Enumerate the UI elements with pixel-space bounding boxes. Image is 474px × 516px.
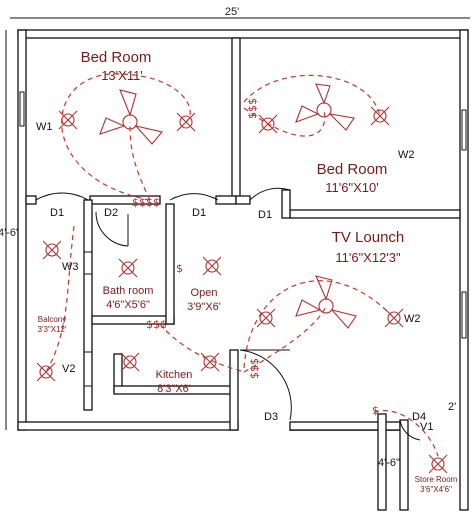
electrical-wiring [45,73,439,457]
balcony-name: Balcony [38,315,66,324]
door-tag-d4: D4 [412,411,426,423]
kitchen-size: 8'3"X6' [157,383,191,395]
window-tag-w2-lounge: W2 [404,313,421,325]
switch-board-entry: $ [372,404,379,417]
window-tag-w2: W2 [398,149,415,161]
windows [19,91,467,387]
store-room-name: Store Room [415,475,458,484]
store-room-size: 3'6"X4'6" [420,485,452,494]
switch-board-open: $ [176,262,183,275]
switch-board-tv-lounge: $$$ [248,358,261,379]
bedroom1-name: Bed Room [81,49,152,66]
vent-tag-v2: V2 [62,363,75,375]
window-tag-w3: W3 [62,261,79,273]
bathroom-size: 4'6"X5'6" [106,299,150,311]
tv-lounge-name: TV Lounch [332,229,405,246]
bedroom2-name: Bed Room [317,161,388,178]
light-fixtures [36,106,448,474]
overall-depth-label: 4'-6" [0,227,20,239]
door-tag-d1-bedroom2: D1 [258,209,272,221]
tv-lounge-size: 11'6"X12'3" [335,250,401,265]
store-depth-label: 2' [448,401,456,413]
switch-board-bathroom: $$$ [146,318,167,331]
window-tag-w1: W1 [36,121,53,133]
door-tag-d1-balcony: D1 [50,207,64,219]
overall-width-label: 25' [225,6,239,18]
balcony-size: 3'3"X12' [37,325,67,334]
door-swings [35,187,421,441]
door-tag-d3: D3 [264,411,278,423]
ceiling-fan-icon [99,89,163,145]
interior-walls [25,37,461,511]
switch-board-bedroom2: $$$ [246,98,259,119]
ceiling-fan-icon [295,83,355,131]
door-tag-d1-bedroom1: D1 [192,207,206,219]
vent-tag-v1: V1 [420,421,433,433]
door-tag-d2: D2 [104,207,118,219]
store-width-label: 4'-6" [378,457,400,469]
bedroom1-size: 13'X11' [101,68,143,83]
open-area-size: 3'9"X6' [187,301,221,313]
switch-board-bedroom1: $$$$ [132,196,160,209]
bathroom-name: Bath room [103,285,154,297]
bedroom2-size: 11'6"X10' [325,180,378,195]
kitchen-name: Kitchen [156,369,193,381]
open-area-name: Open [191,287,218,299]
ceiling-fan-icon [295,275,357,329]
